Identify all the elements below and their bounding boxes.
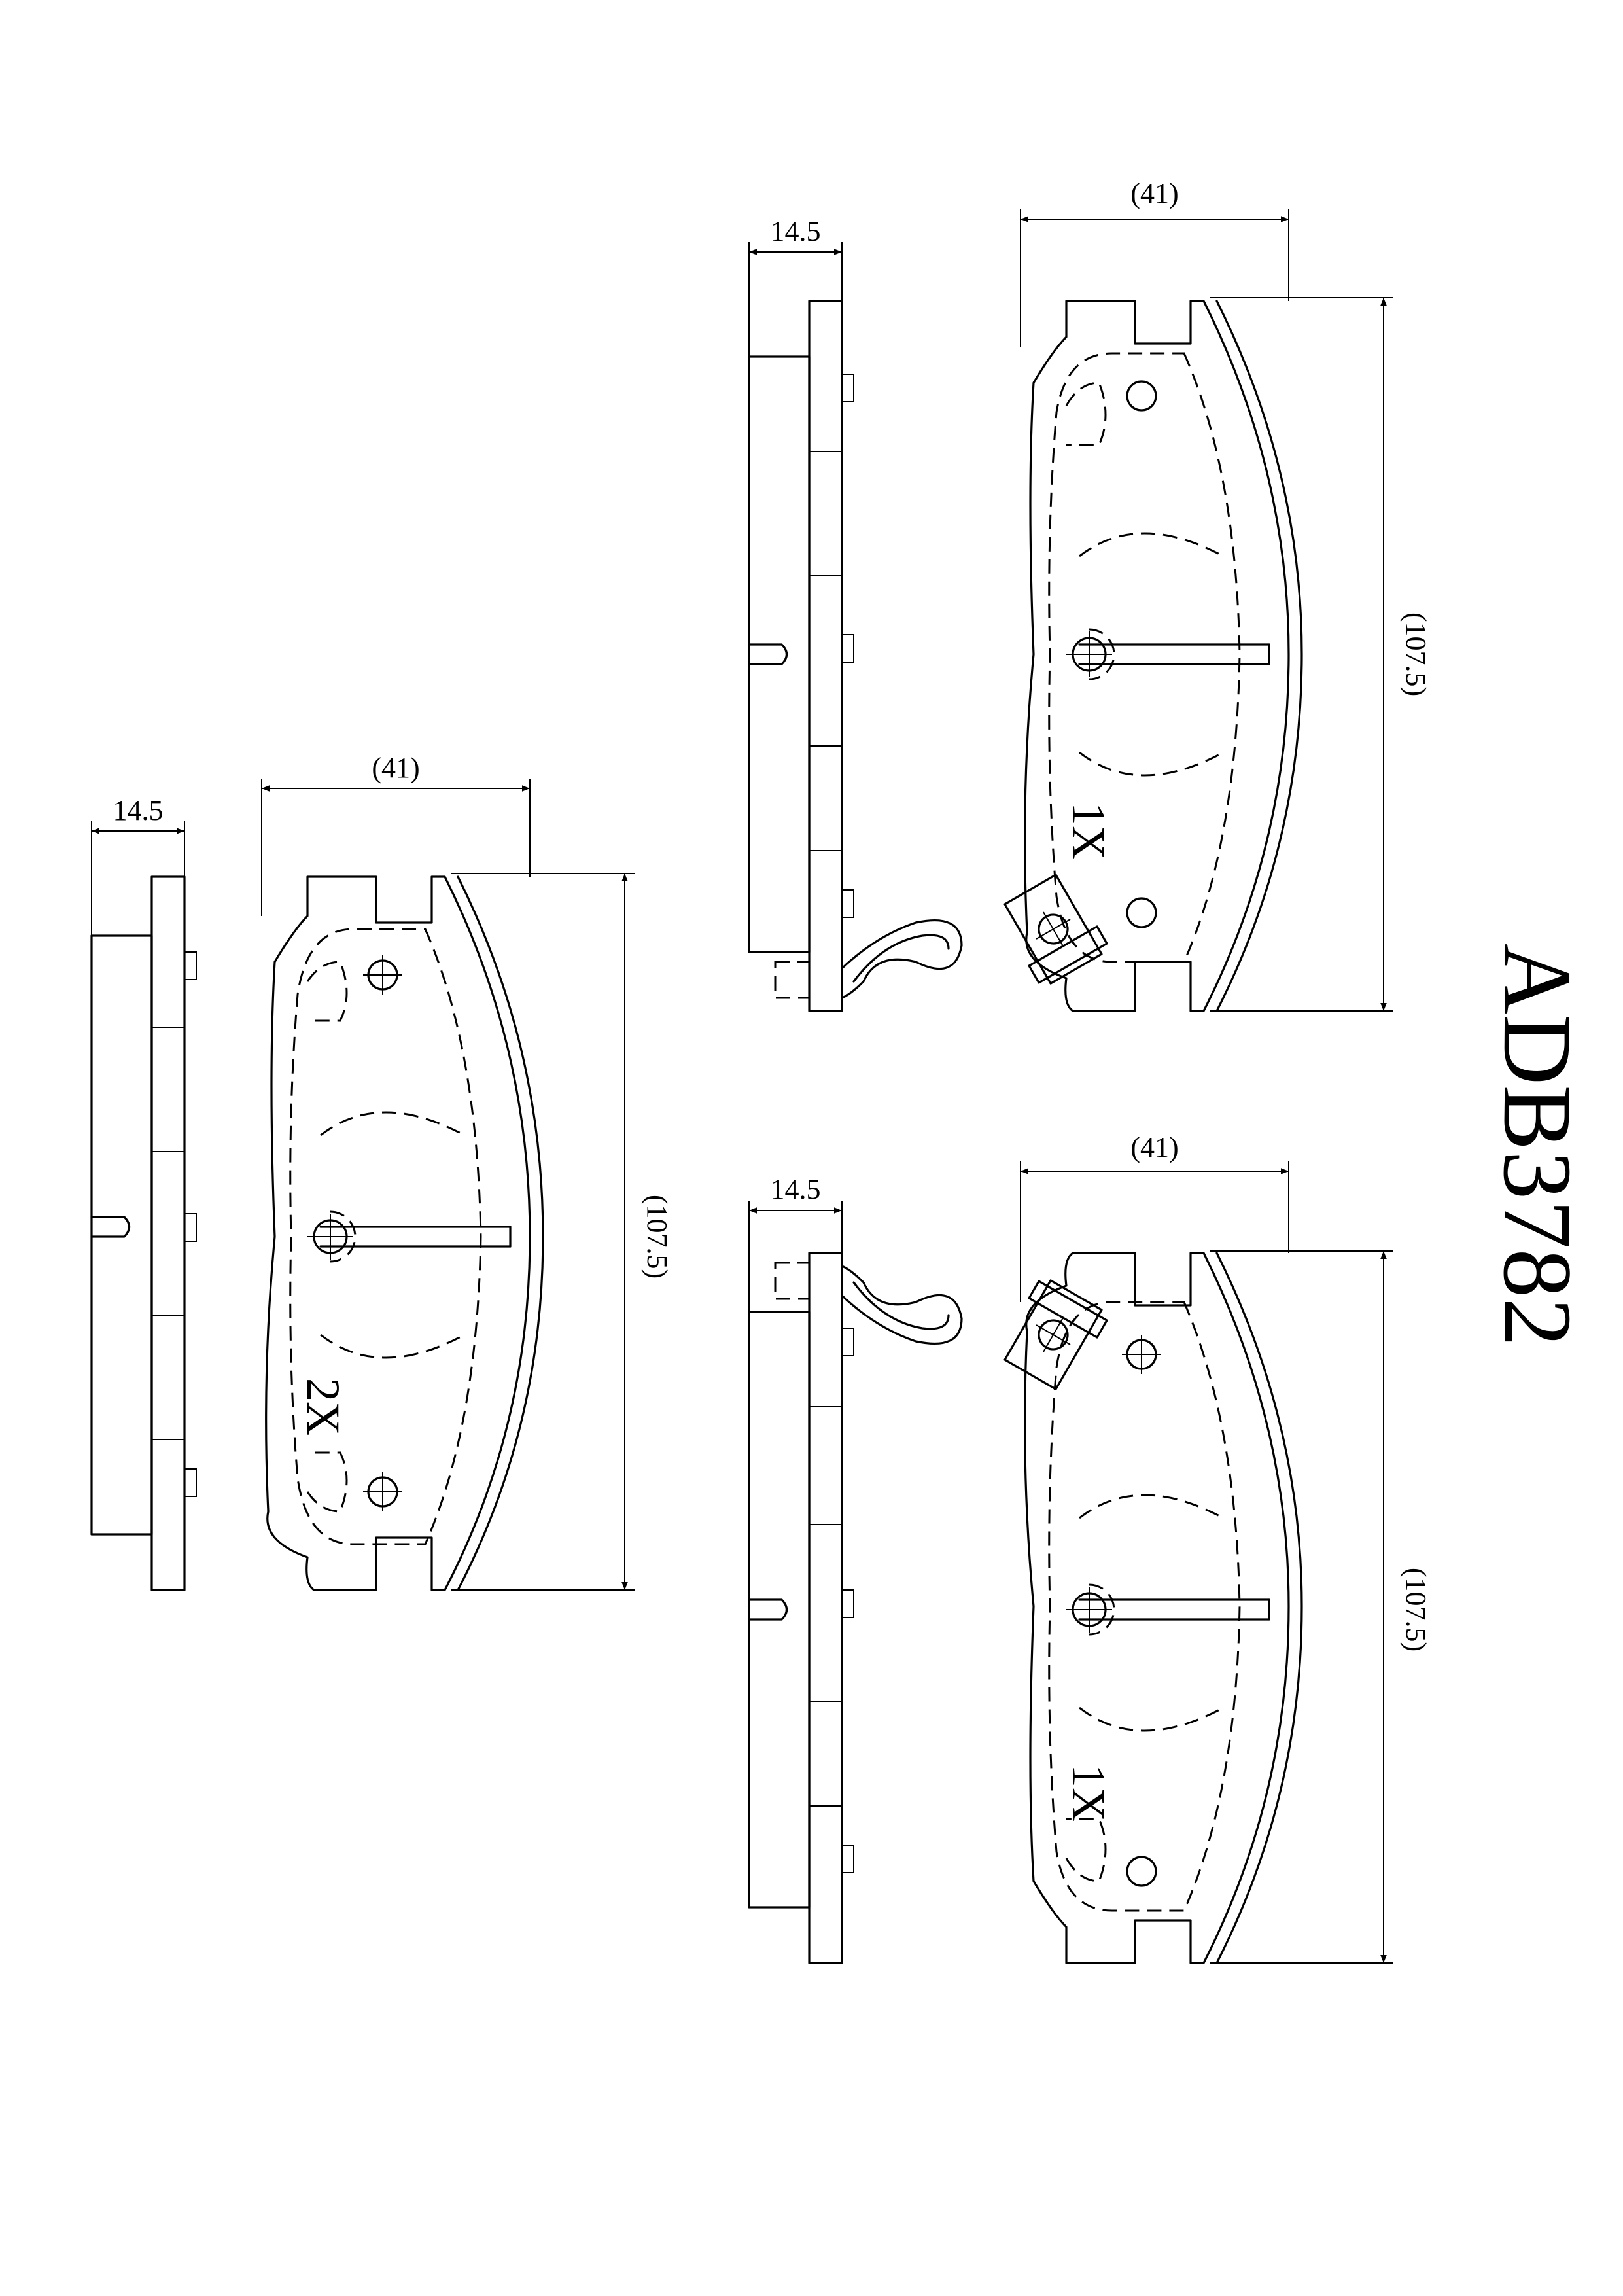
part-number-title: ADB3782: [1483, 944, 1592, 1347]
side-profile-top-right: [748, 300, 963, 1012]
thickness-label-left: 14.5: [113, 794, 164, 826]
front-outline-bottom-right: [1003, 1252, 1303, 1964]
side-profile-left: [90, 875, 197, 1591]
dimensions-bottom-right: [748, 1161, 1393, 1964]
quantity-label-top-right: 1X: [1062, 802, 1115, 860]
width-label-top-right: (41): [1130, 177, 1178, 209]
pad-view-bottom-right: 14.5 (41) (107.5) 1X: [748, 1131, 1432, 1964]
thickness-label-bottom-right: 14.5: [771, 1173, 821, 1205]
bolt-holes-left: [307, 955, 402, 1511]
dimensions-left: [91, 779, 635, 1591]
slot-left: [319, 1226, 512, 1248]
height-label-bottom-right: (107.5): [1400, 1568, 1432, 1651]
quantity-label-bottom-right: 1X: [1062, 1764, 1115, 1822]
width-label-bottom-right: (41): [1130, 1131, 1178, 1163]
width-label-left: (41): [372, 752, 419, 784]
quantity-label-left: 2X: [297, 1378, 349, 1436]
side-profile-bottom-right: [748, 1252, 963, 1964]
pad-view-top-right: 14.5 (41) (107.5) 1X: [748, 177, 1432, 1012]
height-label-top-right: (107.5): [1400, 612, 1432, 696]
thickness-label-top-right: 14.5: [771, 215, 821, 247]
front-outline-left: [265, 875, 544, 1591]
front-outline-top-right: [1003, 300, 1303, 1012]
dimensions-top-right: [748, 209, 1393, 1012]
chamfer-arcs-left: [320, 1111, 465, 1359]
pad-view-left: 14.5 (41) (107.5) 2X: [90, 752, 673, 1591]
height-label-left: (107.5): [641, 1195, 673, 1279]
